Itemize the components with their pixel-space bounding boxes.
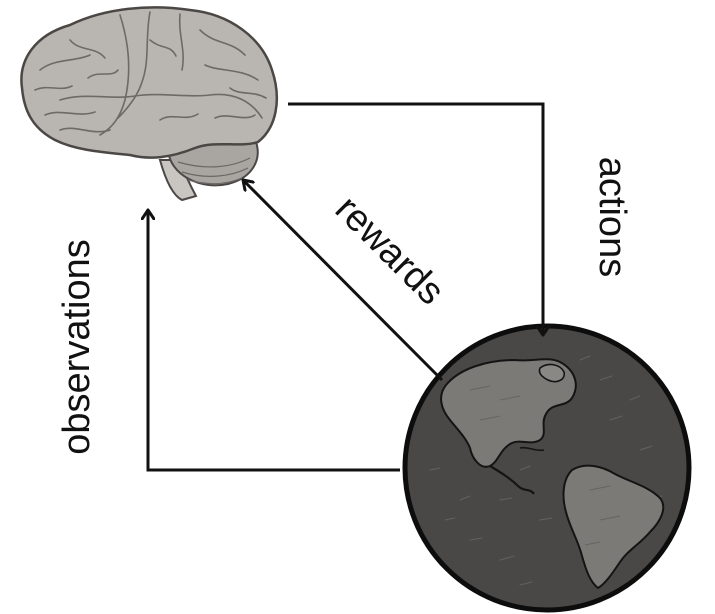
observations-label: observations (56, 239, 98, 454)
rewards-label: rewards (327, 188, 452, 313)
actions-label: actions (591, 157, 633, 277)
earth-globe-icon (402, 323, 692, 613)
brain-icon (20, 6, 279, 202)
rewards-arrow (243, 180, 444, 382)
observations-arrow (148, 210, 400, 472)
actions-arrow (288, 102, 543, 335)
